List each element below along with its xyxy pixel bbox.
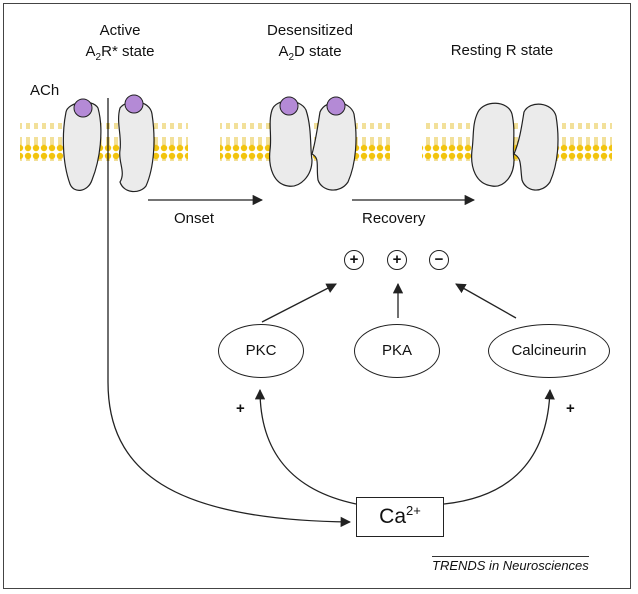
pkc-arrow — [261, 283, 337, 323]
calcineurin-node: Calcineurin — [488, 324, 610, 378]
receptor-resting — [471, 102, 559, 191]
figure-frame — [3, 3, 631, 589]
positive-sign-pkc: + — [344, 250, 364, 270]
calcium-box: Ca2+ — [356, 497, 444, 537]
positive-sign-pka: + — [387, 250, 407, 270]
pka-node: PKA — [354, 324, 440, 378]
ach-ligand-3 — [279, 96, 299, 116]
ach-ligand-1 — [73, 98, 93, 118]
desensitized-state-label: Desensitized A2D state — [250, 20, 370, 63]
membrane-left — [20, 123, 188, 161]
calcineurin-arrow — [455, 283, 517, 319]
active-label-line1: Active — [99, 22, 141, 39]
calcium-charge: 2+ — [406, 503, 421, 518]
ach-ligand-2 — [124, 94, 144, 114]
calcineurin-activation-sign: + — [566, 400, 575, 417]
calcium-symbol: Ca — [379, 505, 407, 528]
source-credit: TRENDS in Neurosciences — [432, 556, 589, 573]
active-state-label: Active A2R* state — [70, 20, 170, 63]
ach-ligand-4 — [326, 96, 346, 116]
negative-sign-calcineurin: − — [429, 250, 449, 270]
ach-label: ACh — [30, 82, 60, 99]
calcium-influx-path — [107, 98, 352, 528]
ca-to-calcineurin-arrow — [443, 388, 555, 505]
desens-label-line2: A2D state — [278, 43, 342, 63]
desens-label-line1: Desensitized — [267, 22, 353, 39]
recovery-label: Recovery — [362, 210, 426, 227]
receptor-active — [62, 101, 155, 193]
ca-to-pkc-arrow — [254, 388, 357, 505]
receptor-desensitized — [269, 100, 357, 191]
pkc-node: PKC — [218, 324, 304, 378]
pkc-activation-sign: + — [236, 400, 245, 417]
active-label-line2: A2R* state — [85, 43, 155, 63]
onset-label: Onset — [174, 210, 215, 227]
resting-state-label: Resting R state — [450, 42, 554, 59]
